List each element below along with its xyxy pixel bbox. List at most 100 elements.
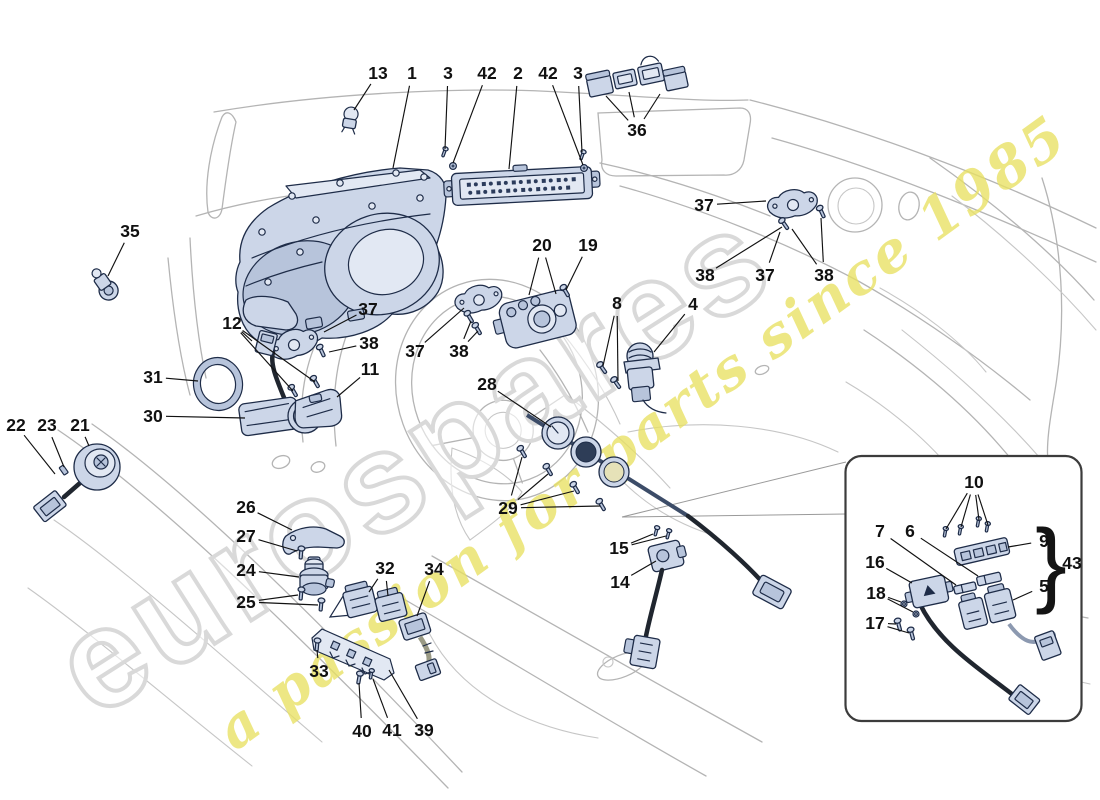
part-callout-34-35[interactable]: 34 bbox=[416, 559, 444, 617]
part-number-label[interactable]: 37 bbox=[694, 195, 713, 215]
part-callout-36-7[interactable]: 36 bbox=[605, 91, 661, 140]
part-number-label[interactable]: 15 bbox=[609, 538, 629, 558]
part-number-label[interactable]: 25 bbox=[236, 592, 256, 612]
part-number-label[interactable]: 2 bbox=[513, 63, 523, 83]
part-callout-11-18[interactable]: 11 bbox=[336, 359, 380, 398]
part-callout-10-42[interactable]: 10 bbox=[945, 472, 989, 530]
part-callout-5-47[interactable]: 5 bbox=[1012, 576, 1049, 601]
part-number-label[interactable]: 11 bbox=[361, 359, 380, 379]
part-callout-4-24[interactable]: 4 bbox=[653, 294, 698, 353]
part-number-label[interactable]: 38 bbox=[359, 333, 379, 353]
part-number-label[interactable]: 3 bbox=[443, 63, 453, 83]
part-callout-38-14[interactable]: 38 bbox=[791, 217, 834, 285]
part-callout-25-33[interactable]: 25 bbox=[236, 592, 319, 612]
part-number-label[interactable]: 38 bbox=[695, 265, 715, 285]
part-number-label[interactable]: 27 bbox=[236, 526, 255, 546]
part-number-label[interactable]: 28 bbox=[477, 374, 497, 394]
part-callout-28-25[interactable]: 28 bbox=[477, 374, 552, 428]
part-number-label[interactable]: 18 bbox=[866, 583, 886, 603]
part-number-label[interactable]: 43 bbox=[1062, 553, 1082, 573]
part-number-label[interactable]: 40 bbox=[352, 721, 372, 741]
part-number-label[interactable]: 7 bbox=[875, 521, 885, 541]
part-callout-37-13[interactable]: 37 bbox=[755, 231, 781, 285]
part-number-label[interactable]: 26 bbox=[236, 497, 256, 517]
part-callout-24-32[interactable]: 24 bbox=[236, 560, 300, 580]
part-number-label[interactable]: 29 bbox=[498, 498, 518, 518]
part-number-label[interactable]: 17 bbox=[865, 613, 884, 633]
part-callout-32-34[interactable]: 32 bbox=[368, 558, 395, 597]
part-callout-41-40[interactable]: 41 bbox=[372, 678, 402, 740]
part-callout-30-22[interactable]: 30 bbox=[143, 406, 246, 426]
part-callout-20-10[interactable]: 20 bbox=[528, 235, 557, 296]
part-callout-42-3[interactable]: 42 bbox=[452, 63, 497, 164]
part-number-label[interactable]: 23 bbox=[37, 415, 57, 435]
part-number-label[interactable]: 37 bbox=[405, 341, 424, 361]
part-callout-29-29[interactable]: 29 bbox=[498, 456, 601, 518]
part-callout-17-49[interactable]: 17 bbox=[865, 613, 910, 634]
part-number-label[interactable]: 42 bbox=[538, 63, 558, 83]
part-number-label[interactable]: 33 bbox=[309, 661, 329, 681]
part-number-label[interactable]: 3 bbox=[573, 63, 583, 83]
part-callout-31-21[interactable]: 31 bbox=[143, 367, 199, 387]
part-number-label[interactable]: 20 bbox=[532, 235, 552, 255]
part-callout-9-45[interactable]: 9 bbox=[1007, 531, 1049, 551]
part-callout-37-19[interactable]: 37 bbox=[405, 307, 465, 361]
part-number-label[interactable]: 39 bbox=[414, 720, 434, 740]
part-number-label[interactable]: 36 bbox=[627, 120, 647, 140]
part-number-label[interactable]: 13 bbox=[368, 63, 388, 83]
part-callout-8-23[interactable]: 8 bbox=[602, 293, 622, 382]
part-callout-43-50[interactable]: 43 bbox=[1062, 553, 1082, 573]
part-number-label[interactable]: 34 bbox=[424, 559, 444, 579]
part-callout-21-28[interactable]: 21 bbox=[70, 415, 90, 447]
part-callout-1-1[interactable]: 1 bbox=[392, 63, 417, 169]
part-number-label[interactable]: 1 bbox=[407, 63, 417, 83]
part-callout-13-0[interactable]: 13 bbox=[353, 63, 388, 111]
part-callout-18-48[interactable]: 18 bbox=[866, 583, 914, 613]
part-callout-22-26[interactable]: 22 bbox=[6, 415, 56, 475]
part-number-label[interactable]: 35 bbox=[120, 221, 140, 241]
part-number-label[interactable]: 12 bbox=[222, 313, 242, 333]
part-number-label[interactable]: 32 bbox=[375, 558, 395, 578]
part-callout-19-11[interactable]: 19 bbox=[565, 235, 598, 291]
part-callout-3-6[interactable]: 3 bbox=[573, 63, 583, 153]
part-number-label[interactable]: 37 bbox=[755, 265, 774, 285]
part-number-label[interactable]: 24 bbox=[236, 560, 256, 580]
part-callout-6-44[interactable]: 6 bbox=[905, 521, 979, 577]
part-callout-38-12[interactable]: 38 bbox=[695, 226, 783, 285]
part-callout-2-4[interactable]: 2 bbox=[508, 63, 523, 170]
part-number-label[interactable]: 8 bbox=[612, 293, 622, 313]
part-callout-3-2[interactable]: 3 bbox=[443, 63, 453, 150]
part-callout-42-5[interactable]: 42 bbox=[538, 63, 584, 166]
part-callout-27-31[interactable]: 27 bbox=[236, 526, 298, 552]
part-number-label[interactable]: 19 bbox=[578, 235, 598, 255]
part-number-label[interactable]: 31 bbox=[143, 367, 163, 387]
part-callout-39-41[interactable]: 39 bbox=[388, 669, 434, 740]
part-number-label[interactable]: 41 bbox=[382, 720, 402, 740]
part-callout-15-36[interactable]: 15 bbox=[609, 533, 667, 558]
part-number-label[interactable]: 5 bbox=[1039, 576, 1049, 596]
part-number-label[interactable]: 42 bbox=[477, 63, 497, 83]
part-callout-26-30[interactable]: 26 bbox=[236, 497, 293, 531]
part-number-label[interactable]: 4 bbox=[688, 294, 698, 314]
part-number-label[interactable]: 16 bbox=[865, 552, 885, 572]
part-number-label[interactable]: 10 bbox=[964, 472, 984, 492]
part-callout-38-17[interactable]: 38 bbox=[328, 333, 379, 353]
part-callout-14-37[interactable]: 14 bbox=[610, 560, 657, 592]
part-number-label[interactable]: 21 bbox=[70, 415, 90, 435]
part-callout-16-46[interactable]: 16 bbox=[865, 552, 913, 584]
part-callout-7-43[interactable]: 7 bbox=[875, 521, 957, 586]
part-callout-35-8[interactable]: 35 bbox=[107, 221, 140, 277]
part-number-label[interactable]: 38 bbox=[814, 265, 834, 285]
part-callout-37-16[interactable]: 37 bbox=[323, 299, 378, 333]
part-number-label[interactable]: 37 bbox=[358, 299, 377, 319]
part-number-label[interactable]: 30 bbox=[143, 406, 163, 426]
part-number-label[interactable]: 38 bbox=[449, 341, 469, 361]
part-callout-40-39[interactable]: 40 bbox=[352, 682, 372, 741]
part-number-label[interactable]: 22 bbox=[6, 415, 26, 435]
part-callout-12-15[interactable]: 12 bbox=[222, 313, 316, 392]
part-callout-37-9[interactable]: 37 bbox=[694, 195, 767, 215]
part-callout-33-38[interactable]: 33 bbox=[309, 649, 329, 681]
part-number-label[interactable]: 6 bbox=[905, 521, 915, 541]
part-number-label[interactable]: 9 bbox=[1039, 531, 1049, 551]
part-callout-38-20[interactable]: 38 bbox=[449, 320, 479, 361]
